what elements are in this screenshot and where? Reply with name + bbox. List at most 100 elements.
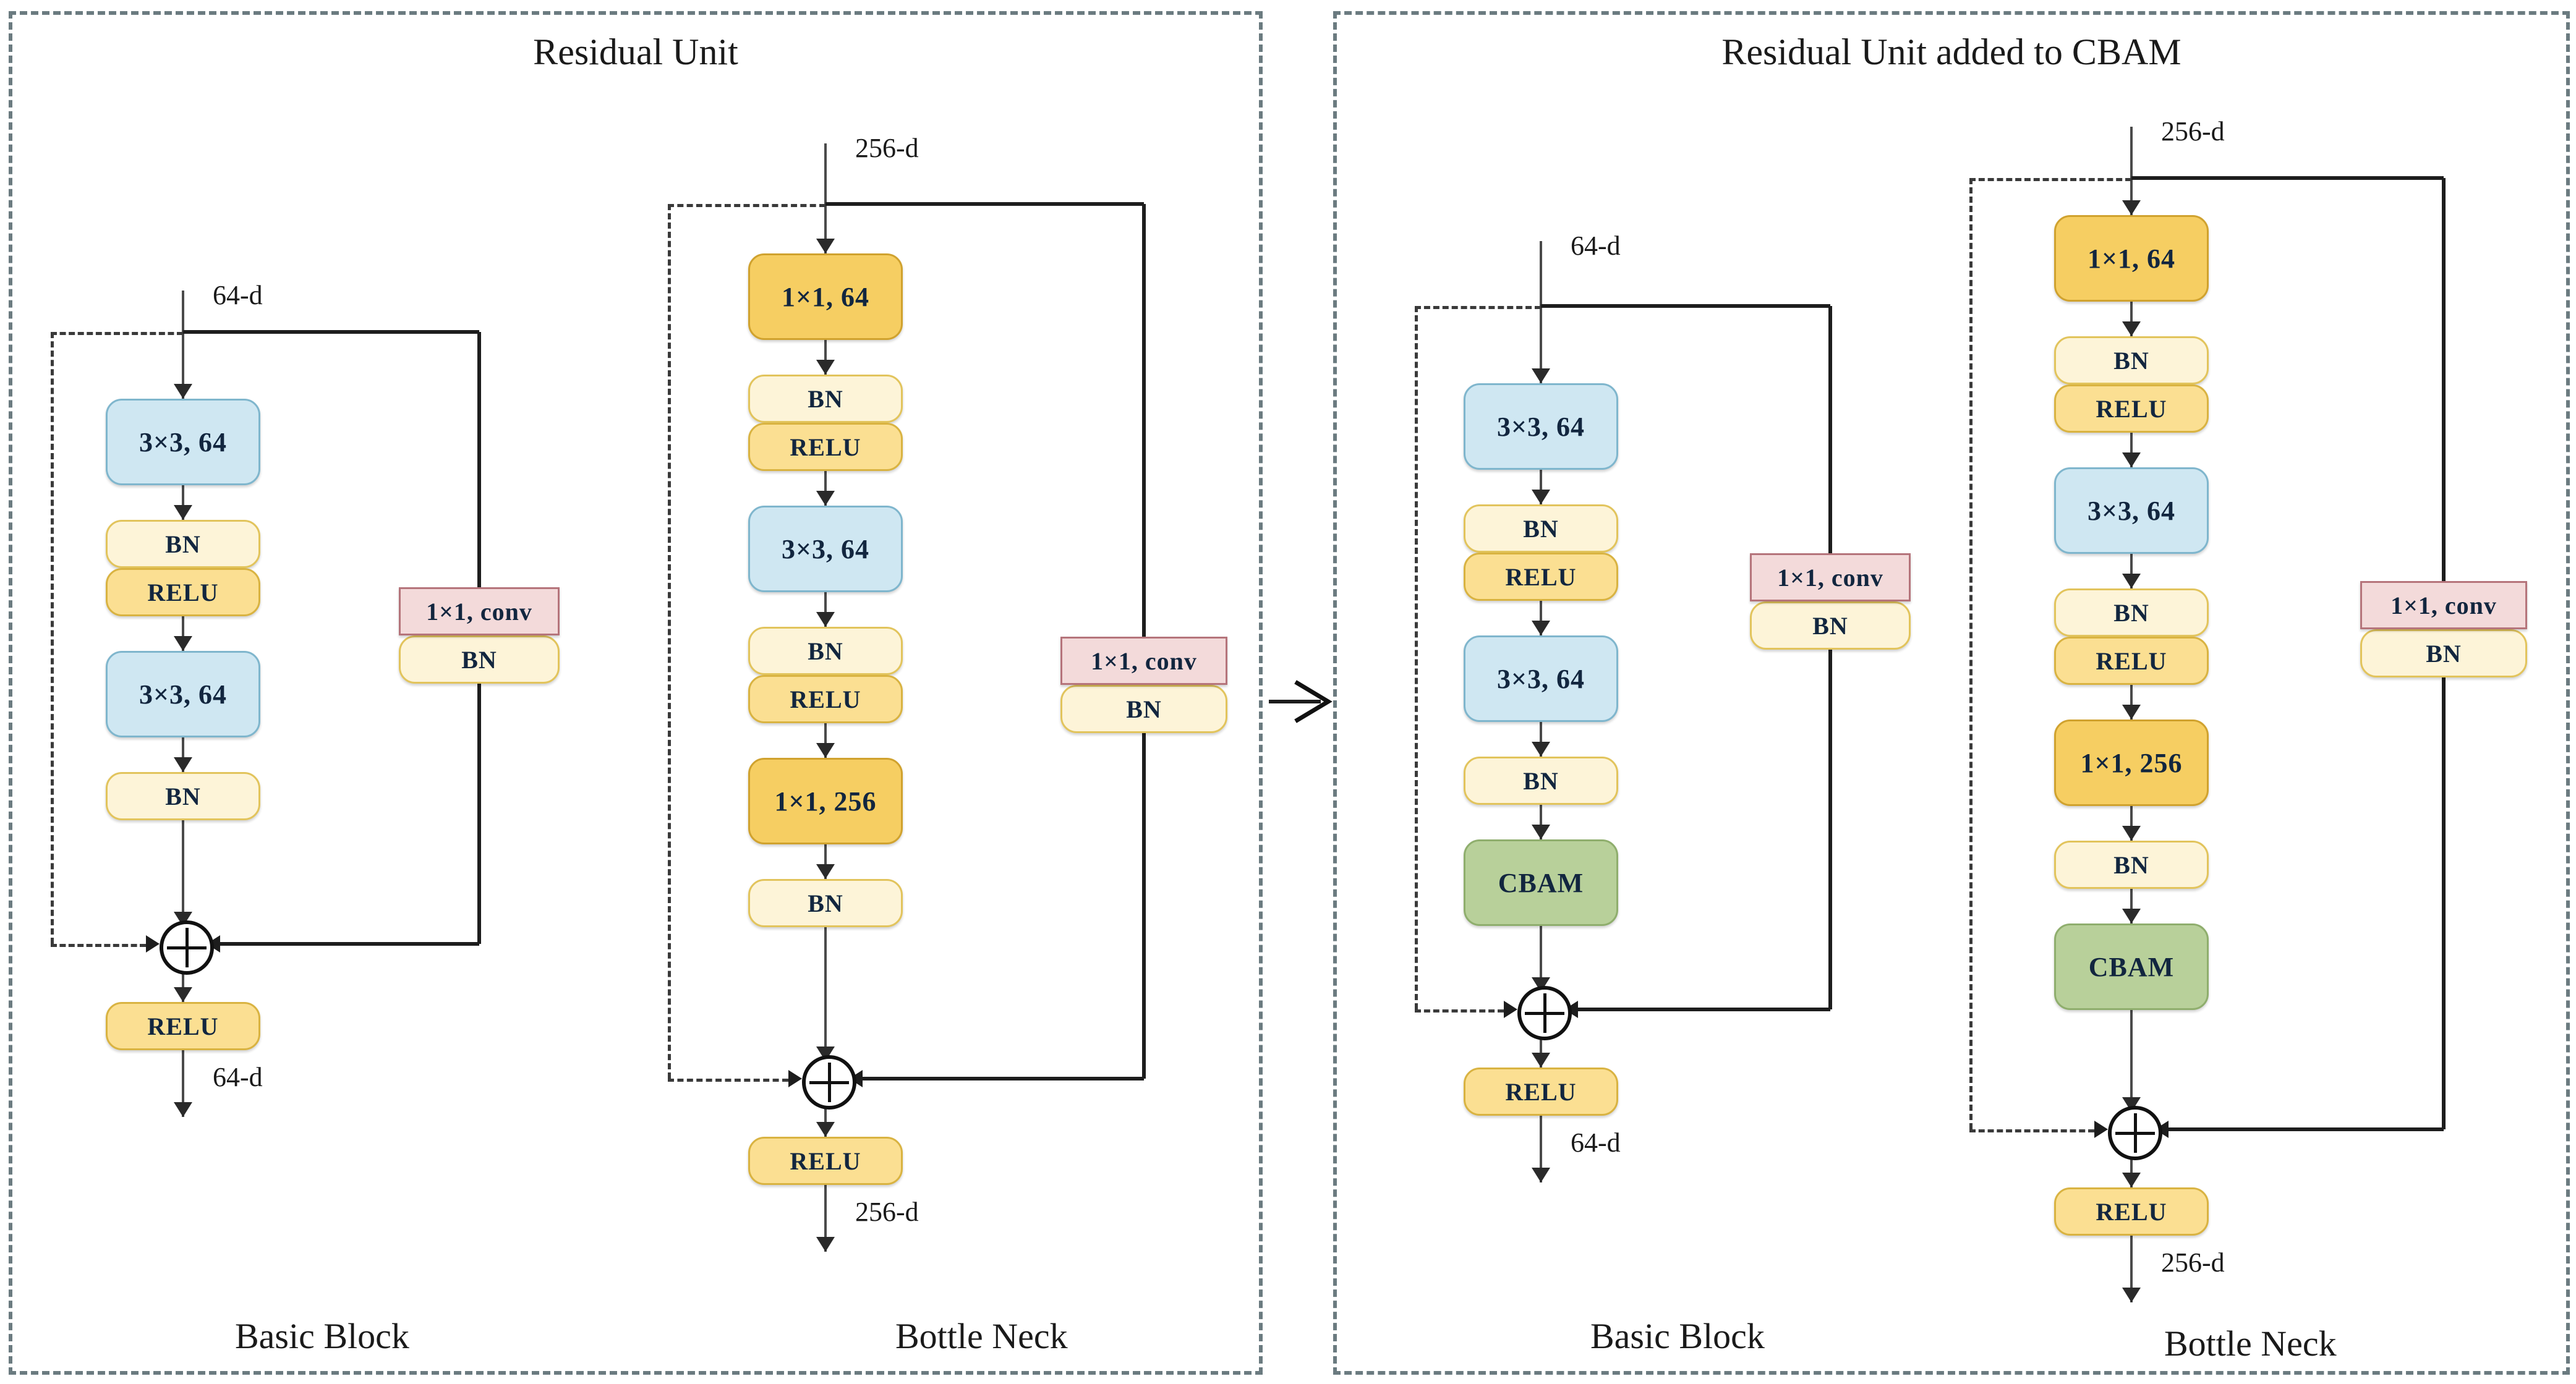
- layer-box-bn[interactable]: BN: [1464, 757, 1618, 805]
- flow-line: [182, 616, 184, 651]
- flow-line: [182, 485, 184, 520]
- input-line: [824, 143, 827, 253]
- flow-line: [182, 737, 184, 772]
- box-label: RELU: [2096, 394, 2167, 423]
- layer-box-relu-output[interactable]: RELU: [106, 1002, 260, 1050]
- flow-line: [2130, 889, 2133, 923]
- flow-line: [824, 471, 827, 506]
- flow-line: [824, 723, 827, 758]
- layer-box-3-3-64[interactable]: 3×3, 64: [106, 399, 260, 485]
- layer-box-3-3-64[interactable]: 3×3, 64: [1464, 635, 1618, 722]
- layer-box-bn[interactable]: BN: [106, 520, 260, 568]
- arrowhead-down-icon: [2122, 452, 2141, 467]
- flow-line: [1540, 1033, 1542, 1068]
- arrowhead-down-icon: [816, 612, 835, 627]
- input-dim-label: 64-d: [1571, 231, 1621, 261]
- box-label: BN: [165, 782, 201, 810]
- layer-box-1-1-256[interactable]: 1×1, 256: [748, 758, 903, 844]
- input-line: [1540, 241, 1542, 383]
- output-dim-label: 256-d: [855, 1197, 919, 1227]
- layer-box-bn[interactable]: BN: [2054, 336, 2209, 384]
- layer-box-bn[interactable]: BN: [2054, 841, 2209, 889]
- box-label: 1×1, 64: [781, 281, 870, 312]
- layer-box-relu-output[interactable]: RELU: [748, 1137, 903, 1185]
- box-label: 3×3, 64: [781, 533, 870, 564]
- layer-box-1-1-256[interactable]: 1×1, 256: [2054, 720, 2209, 806]
- layer-box-3-3-64[interactable]: 3×3, 64: [2054, 467, 2209, 554]
- box-label: BN: [1812, 611, 1848, 640]
- arrowhead-right-icon: [1504, 1001, 1517, 1018]
- skip-path-dashed: [668, 204, 671, 1079]
- shortcut-exit-line: [1828, 650, 1832, 1009]
- sum-node: [802, 1055, 856, 1110]
- box-label: 3×3, 64: [139, 427, 228, 457]
- arrowhead-down-icon: [816, 1237, 835, 1252]
- flow-line: [1540, 601, 1542, 635]
- shortcut-down-line: [477, 332, 481, 587]
- shortcut-down-line: [1828, 306, 1832, 553]
- box-label: BN: [808, 637, 843, 665]
- layer-box-cbam[interactable]: CBAM: [1464, 839, 1618, 926]
- input-line: [2130, 127, 2133, 215]
- flow-line: [1540, 470, 1542, 504]
- arrowhead-down-icon: [174, 1102, 192, 1117]
- layer-box-relu[interactable]: RELU: [2054, 637, 2209, 685]
- shortcut-bn-box[interactable]: BN: [2360, 629, 2527, 677]
- layer-box-relu[interactable]: RELU: [106, 568, 260, 616]
- layer-box-3-3-64[interactable]: 3×3, 64: [1464, 383, 1618, 470]
- arrowhead-down-icon: [1532, 621, 1550, 635]
- layer-box-relu[interactable]: RELU: [748, 423, 903, 471]
- shortcut-conv-box[interactable]: 1×1, conv: [1060, 637, 1227, 685]
- shortcut-exit-line: [2442, 677, 2446, 1129]
- shortcut-conv-box[interactable]: 1×1, conv: [1750, 553, 1911, 601]
- box-label: RELU: [2096, 647, 2167, 675]
- arrowhead-down-icon: [816, 864, 835, 879]
- arrowhead-down-icon: [174, 987, 192, 1002]
- box-label: BN: [1126, 695, 1162, 723]
- shortcut-conv-box[interactable]: 1×1, conv: [2360, 581, 2527, 629]
- flow-line: [2130, 806, 2133, 841]
- skip-path-dashed: [1415, 306, 1541, 309]
- arrowhead-down-icon: [1532, 742, 1550, 757]
- box-label: CBAM: [1498, 867, 1584, 898]
- layer-box-bn[interactable]: BN: [748, 375, 903, 423]
- box-label: BN: [2113, 346, 2149, 375]
- layer-box-relu-output[interactable]: RELU: [1464, 1068, 1618, 1116]
- layer-box-relu[interactable]: RELU: [748, 675, 903, 723]
- layer-box-bn[interactable]: BN: [748, 627, 903, 675]
- layer-box-bn[interactable]: BN: [1464, 504, 1618, 553]
- layer-box-bn[interactable]: BN: [2054, 588, 2209, 637]
- arrowhead-down-icon: [174, 757, 192, 772]
- layer-box-3-3-64[interactable]: 3×3, 64: [106, 651, 260, 737]
- layer-box-relu-output[interactable]: RELU: [2054, 1187, 2209, 1236]
- arrowhead-down-icon: [174, 505, 192, 520]
- output-line: [1540, 1116, 1542, 1182]
- flow-line: [2130, 685, 2133, 720]
- output-line: [182, 1050, 184, 1117]
- layer-box-bn[interactable]: BN: [106, 772, 260, 820]
- flow-line: [182, 820, 184, 920]
- sum-node: [160, 920, 214, 975]
- transition-arrow-icon: [1294, 680, 1333, 723]
- shortcut-conv-box[interactable]: 1×1, conv: [399, 587, 560, 635]
- arrowhead-right-icon: [2094, 1121, 2108, 1138]
- box-label: 1×1, conv: [2390, 591, 2497, 619]
- shortcut-bn-box[interactable]: BN: [1750, 601, 1911, 650]
- layer-box-3-3-64[interactable]: 3×3, 64: [748, 506, 903, 592]
- layer-box-relu[interactable]: RELU: [1464, 553, 1618, 601]
- box-label: RELU: [790, 1147, 861, 1175]
- shortcut-bn-box[interactable]: BN: [1060, 685, 1227, 733]
- shortcut-bn-box[interactable]: BN: [399, 635, 560, 684]
- layer-box-1-1-64[interactable]: 1×1, 64: [2054, 215, 2209, 302]
- layer-box-bn[interactable]: BN: [748, 879, 903, 927]
- box-label: 1×1, 256: [2080, 747, 2183, 778]
- layer-box-1-1-64[interactable]: 1×1, 64: [748, 253, 903, 340]
- box-label: 1×1, 256: [774, 786, 877, 817]
- shortcut-top-line: [183, 330, 479, 334]
- layer-box-relu[interactable]: RELU: [2054, 384, 2209, 433]
- layer-box-cbam[interactable]: CBAM: [2054, 923, 2209, 1010]
- arrowhead-down-icon: [2122, 826, 2141, 841]
- input-dim-label: 256-d: [2161, 116, 2225, 146]
- panel-title: Residual Unit added to CBAM: [1721, 32, 2181, 72]
- box-label: RELU: [147, 1012, 219, 1040]
